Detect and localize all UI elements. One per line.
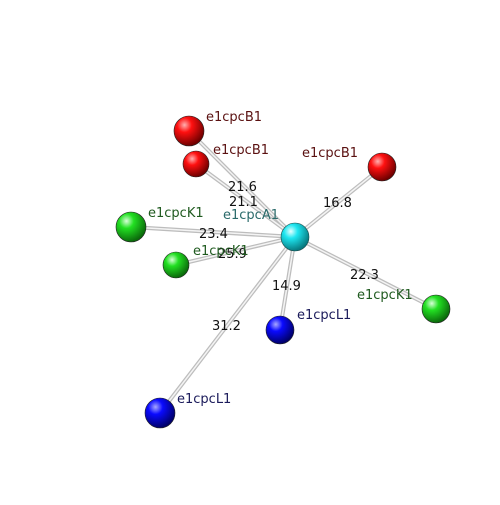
- bond-highlight-b1-top: [188, 130, 296, 238]
- bond-highlight-k1-right: [294, 236, 437, 310]
- node-label-center: e1cpcA1: [223, 208, 279, 223]
- distance-label-k1-inner: 25.9: [218, 247, 247, 262]
- node-label-b1-top: e1cpcB1: [206, 110, 262, 125]
- distance-label-b1-mid: 21.1: [229, 195, 258, 210]
- bond-highlight-b1-right: [294, 166, 383, 238]
- distance-labels-layer: 21.621.1 16.8 23.4 25.9 22.3 14.9 31.2: [199, 180, 379, 334]
- bonds-layer: [129, 129, 438, 415]
- node-labels-layer: e1cpcB1 e1cpcB1 e1cpcB1 e1cpcK1 e1cpcK1 e1cpc…: [148, 110, 413, 407]
- distance-label-b1-right: 16.8: [323, 196, 352, 211]
- node-k1-right: [421, 294, 451, 324]
- node-l1-far: [144, 397, 176, 429]
- node-b1-top: [173, 115, 205, 147]
- bond-highlight-l1-far: [159, 236, 296, 414]
- node-k1-inner: [162, 251, 190, 279]
- node-label-k1-left: e1cpcK1: [148, 206, 204, 221]
- node-b1-mid: [182, 150, 210, 178]
- nodes-layer: [115, 115, 451, 429]
- distance-label-b1-top: 21.6: [228, 180, 257, 195]
- bond-highlight-b1-mid: [195, 163, 296, 238]
- node-label-k1-inner: e1cpcK1: [193, 244, 249, 259]
- distance-label-k1-right: 22.3: [350, 268, 379, 283]
- distance-label-k1-left: 23.4: [199, 227, 228, 242]
- node-b1-right: [367, 152, 397, 182]
- distance-label-l1-near: 14.9: [272, 279, 301, 294]
- node-label-b1-right: e1cpcB1: [302, 146, 358, 161]
- bond-highlight-k1-inner: [175, 236, 296, 266]
- node-label-b1-mid: e1cpcB1: [213, 143, 269, 158]
- bond-highlight-k1-left: [130, 226, 296, 238]
- node-label-l1-near: e1cpcL1: [297, 308, 351, 323]
- distance-label-l1-far: 31.2: [212, 319, 241, 334]
- node-center: [280, 222, 310, 252]
- node-label-k1-right: e1cpcK1: [357, 288, 413, 303]
- bond-highlight-l1-near: [279, 236, 296, 331]
- node-k1-left: [115, 211, 147, 243]
- node-label-l1-far: e1cpcL1: [177, 392, 231, 407]
- node-l1-near: [265, 315, 295, 345]
